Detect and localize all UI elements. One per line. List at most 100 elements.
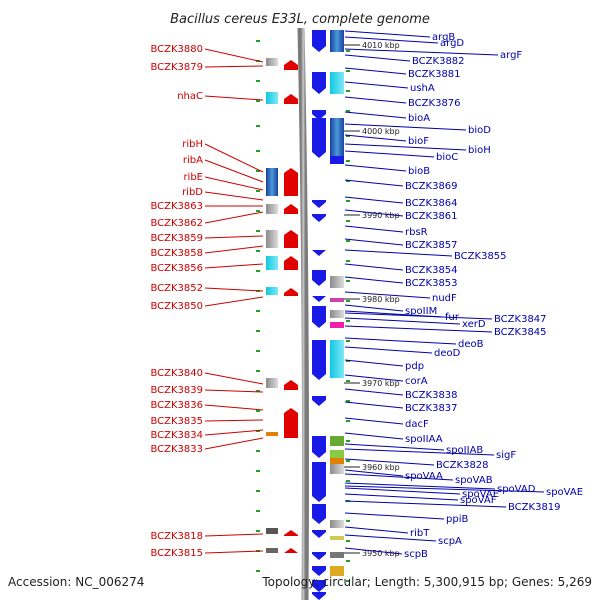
right-gene-label: spoVAF [460,495,497,506]
left-leader-line [204,287,264,292]
right-gene-label: BCZK3857 [405,240,458,251]
right-leader-line [344,179,404,187]
left-leader-line [204,245,264,254]
reverse-gene-arrow [284,530,298,536]
cog-dot [256,125,260,127]
reverse-gene-arrow [284,288,298,296]
right-leader-line [344,143,467,151]
left-leader-line [204,389,264,393]
right-leader-line [344,96,407,104]
right-gene-label: deoD [434,348,461,359]
reverse-gene-arrow [284,380,298,390]
right-gene-label: BCZK3828 [436,460,489,471]
forward-gene-box [330,450,344,458]
right-leader-line [344,359,404,367]
right-gene-label: BCZK3837 [405,403,458,414]
right-leader-line [344,526,409,534]
left-leader-line [204,372,264,385]
right-gene-label: ribT [410,528,430,539]
cog-dot [346,180,350,182]
right-gene-label: BCZK3869 [405,181,458,192]
right-leader-line [344,36,439,44]
reverse-gene-box [266,168,278,196]
left-leader-line [204,235,264,239]
right-leader-line [344,238,404,246]
right-gene-label: rbsR [405,227,428,238]
right-gene-label: sigF [496,450,516,461]
right-leader-line [344,111,407,119]
cog-dot [346,580,350,582]
right-leader-line [344,547,403,555]
cog-dot [256,410,260,412]
cog-dot [256,490,260,492]
cog-dot [256,350,260,352]
left-leader-line [204,95,264,101]
left-gene-label: ribE [183,172,203,183]
cog-dot [346,135,350,137]
left-gene-label: BCZK3879 [150,62,203,73]
forward-gene-box [330,30,344,52]
right-leader-line [344,54,411,62]
right-leader-line [344,304,404,312]
right-leader-line [344,534,437,542]
right-leader-line [344,225,404,233]
right-gene-label: BCZK3881 [408,69,461,80]
right-gene-label: scpB [404,549,428,560]
cog-dot [256,430,260,432]
right-leader-line [344,458,435,466]
forward-gene-arrow [312,396,326,406]
reverse-strand-track [266,58,298,553]
left-leader-line [204,159,264,183]
right-gene-label: spoIIAA [405,434,443,445]
right-gene-label: bioD [468,125,491,136]
reverse-gene-arrow [284,408,298,438]
cog-dot [256,190,260,192]
cog-dot [256,570,260,572]
right-gene-label: bioF [408,136,429,147]
forward-gene-arrow [312,200,326,208]
tick-label: 3960 kbp [362,463,400,472]
left-gene-label: ribA [183,155,203,166]
right-gene-label: pdp [405,361,424,372]
forward-gene-box [330,276,344,288]
left-leader-line [204,404,264,411]
cog-dot [346,380,350,382]
cog-dot [346,260,350,262]
forward-gene-arrow [312,552,326,560]
right-leader-line [344,263,404,271]
reverse-gene-arrow [284,168,298,196]
left-gene-label: BCZK3863 [150,201,203,212]
left-leader-line [204,143,264,173]
reverse-gene-box [266,230,278,248]
right-gene-label: spoVAA [405,471,443,482]
forward-strand-track [312,30,344,600]
right-gene-label: BCZK3876 [408,98,461,109]
forward-gene-box [330,464,344,474]
cog-dot [256,530,260,532]
left-gene-label: BCZK3856 [150,263,203,274]
right-leader-line [344,337,457,345]
tick-label: 3990 kbp [362,211,400,220]
map-title: Bacillus cereus E33L, complete genome [170,12,430,27]
left-gene-label: BCZK3859 [150,233,203,244]
forward-gene-arrow [312,270,326,286]
reverse-gene-box [266,92,278,104]
left-leader-line [204,263,264,269]
forward-gene-arrow [312,340,326,380]
cog-dot [346,520,350,522]
right-leader-line [344,123,467,131]
forward-gene-box [330,566,344,576]
right-leader-line [344,374,404,382]
forward-gene-arrow [312,462,326,502]
cog-dot [256,310,260,312]
reverse-gene-box [266,378,278,388]
right-gene-label: dacF [405,419,429,430]
cog-dot [346,280,350,282]
forward-gene-box [330,436,344,446]
right-gene-label: BCZK3882 [412,56,465,67]
left-leader-line [204,550,264,554]
right-gene-label: scpA [438,536,462,547]
cog-dot [346,480,350,482]
cog-dot [256,150,260,152]
reverse-gene-arrow [284,548,298,553]
